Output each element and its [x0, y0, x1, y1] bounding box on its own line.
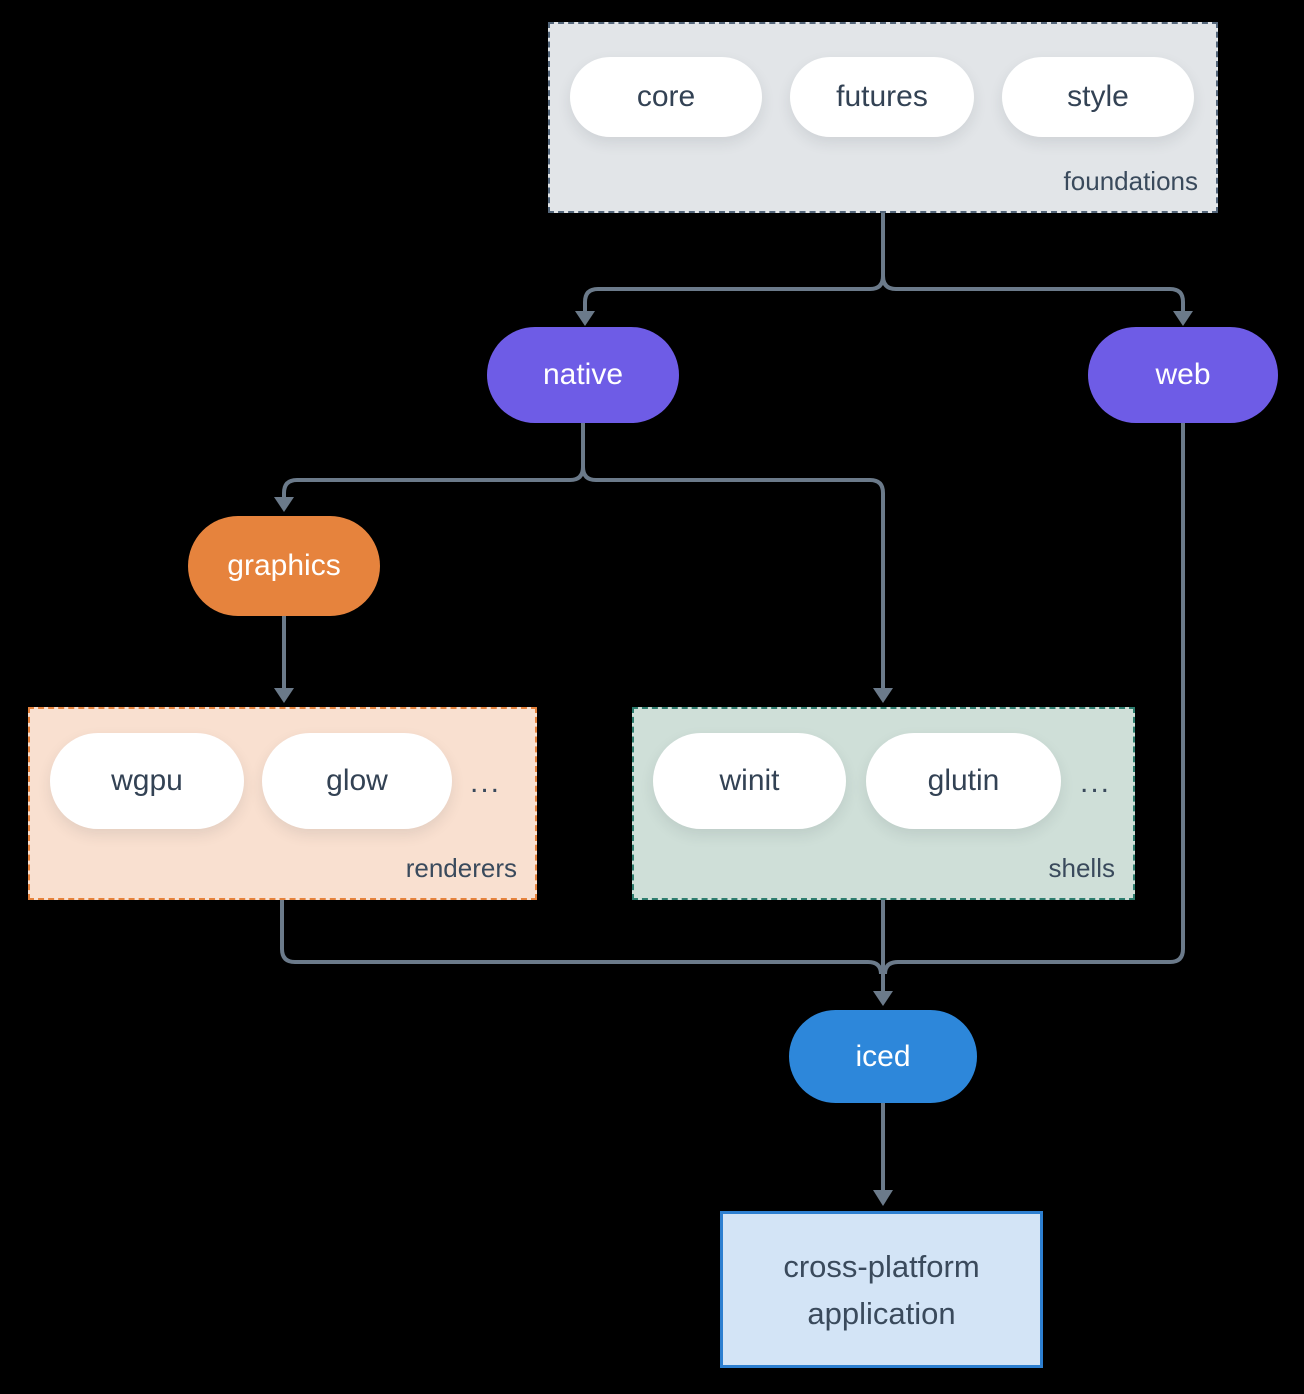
- connector-native-shells: [581, 466, 885, 689]
- shells-ellipsis: ...: [1080, 766, 1112, 799]
- application-node: cross-platform application: [720, 1211, 1043, 1368]
- style-node: style: [1002, 57, 1194, 137]
- iced-node: iced: [789, 1010, 977, 1103]
- core-node-label: core: [636, 80, 696, 113]
- web-node: web: [1088, 327, 1278, 423]
- arrowhead-graphics: [274, 497, 294, 512]
- shells-label: shells: [1048, 853, 1115, 883]
- connector-web-iced: [883, 423, 1185, 975]
- winit-node: winit: [653, 733, 846, 829]
- arrowhead-web: [1173, 311, 1193, 326]
- application-node-label: cross-platform application: [783, 1248, 980, 1331]
- graphics-node: graphics: [188, 516, 380, 616]
- core-node: core: [570, 57, 762, 137]
- arrowhead-iced: [873, 991, 893, 1006]
- futures-node: futures: [790, 57, 974, 137]
- arrowhead-native: [575, 311, 595, 326]
- connector-foundations-native: [583, 275, 885, 312]
- iced-node-label: iced: [855, 1039, 911, 1073]
- native-node-label: native: [542, 358, 624, 391]
- web-node-label: web: [1155, 358, 1211, 391]
- glutin-node-label: glutin: [927, 764, 1000, 797]
- graphics-node-label: graphics: [227, 549, 341, 582]
- wgpu-node-label: wgpu: [111, 764, 183, 797]
- wgpu-node: wgpu: [50, 733, 244, 829]
- winit-node-label: winit: [719, 764, 780, 797]
- futures-node-label: futures: [836, 80, 928, 113]
- connector-foundations-web: [881, 275, 1185, 312]
- foundations-label: foundations: [1063, 166, 1198, 196]
- renderers-label: renderers: [405, 853, 517, 883]
- glow-node: glow: [262, 733, 452, 829]
- glutin-node: glutin: [866, 733, 1061, 829]
- arrowhead-shells: [873, 688, 893, 703]
- glow-node-label: glow: [326, 764, 388, 797]
- native-node: native: [487, 327, 679, 423]
- arrowhead-renderers: [274, 688, 294, 703]
- arrowhead-application: [873, 1190, 893, 1206]
- connector-native-graphics: [282, 466, 585, 498]
- renderers-ellipsis: ...: [470, 766, 502, 799]
- style-node-label: style: [1067, 80, 1129, 113]
- connector-renderers-iced: [280, 900, 883, 975]
